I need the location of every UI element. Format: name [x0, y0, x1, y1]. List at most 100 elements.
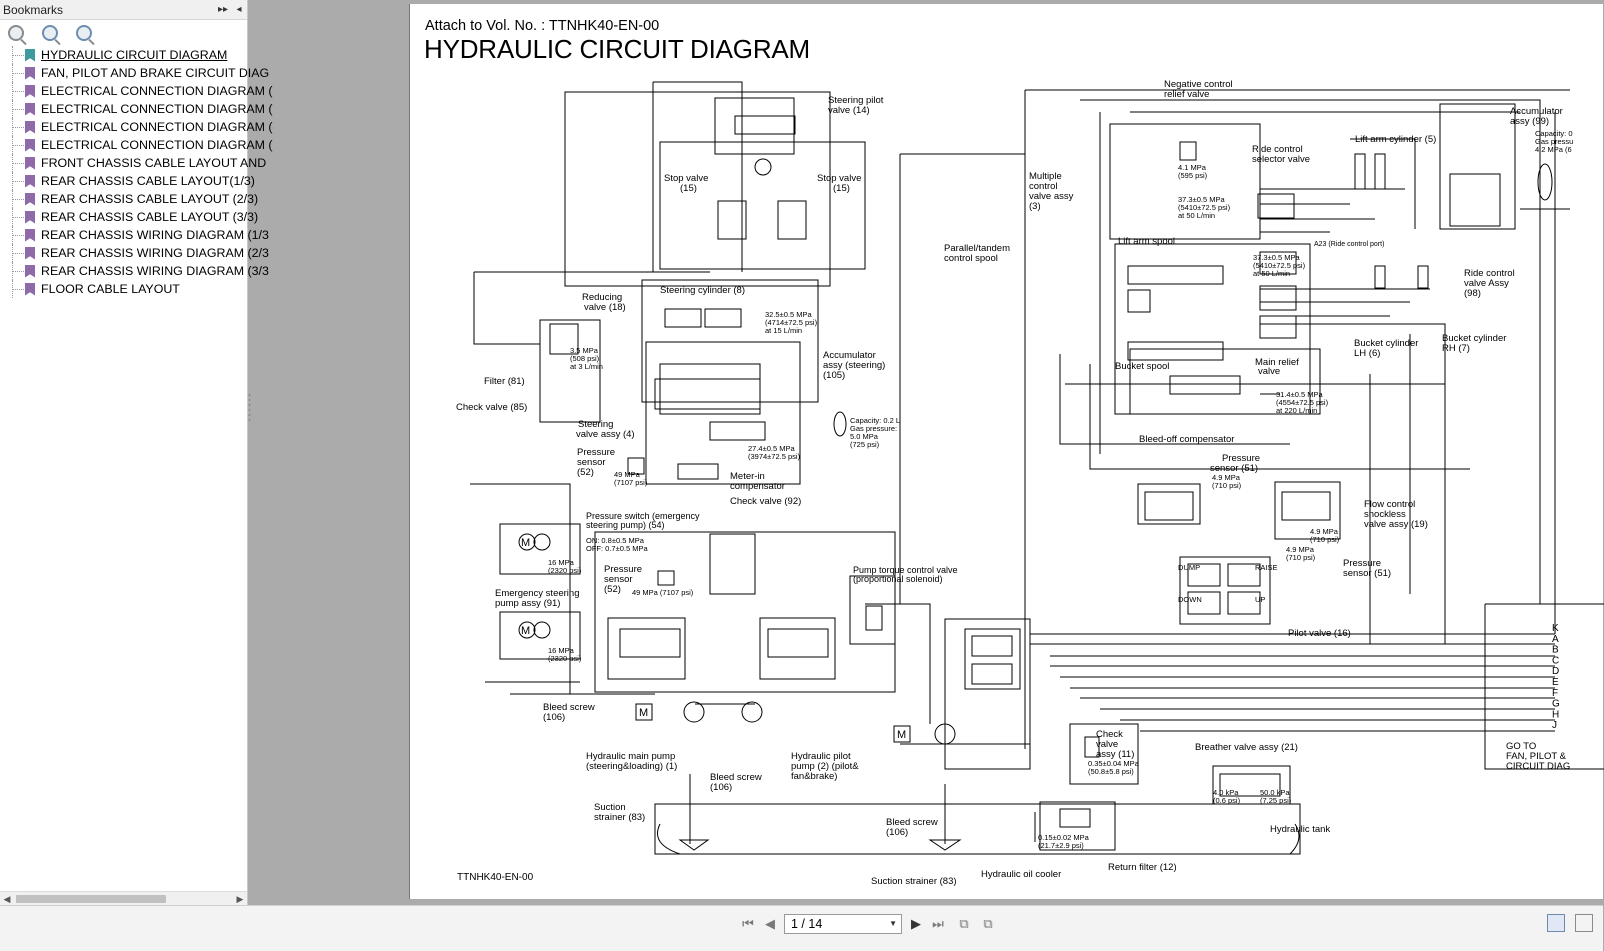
label-pressure-sensor-51: Pressure: [1222, 453, 1260, 464]
label-emergency-pump: Emergency steering: [495, 588, 579, 599]
bookmark-label: REAR CHASSIS CABLE LAYOUT (3/3): [41, 210, 259, 224]
next-page-icon[interactable]: ▶: [911, 916, 921, 931]
label-steering-valve: Steering: [578, 419, 613, 430]
panel-splitter[interactable]: [248, 390, 251, 430]
svg-text:(105): (105): [823, 370, 845, 381]
bookmark-item[interactable]: ELECTRICAL CONNECTION DIAGRAM (: [12, 136, 273, 154]
connector-letter: A: [1552, 634, 1559, 645]
tree-connector: [12, 100, 26, 118]
bookmark-item[interactable]: FAN, PILOT AND BRAKE CIRCUIT DIAG: [12, 64, 269, 82]
page-number-value: 1 / 14: [791, 917, 823, 931]
label-check-valve-11: Check: [1096, 729, 1123, 740]
svg-text:RH (7): RH (7): [1442, 343, 1470, 354]
bookmark-label: FAN, PILOT AND BRAKE CIRCUIT DIAG: [41, 66, 270, 80]
svg-text:(3): (3): [1029, 201, 1041, 212]
page-number-select[interactable]: 1 / 14 ▼: [784, 914, 902, 934]
tree-connector: [12, 136, 26, 154]
label-suction-strainer-b: Suction strainer (83): [871, 876, 957, 887]
bookmark-item[interactable]: FRONT CHASSIS CABLE LAYOUT AND: [12, 154, 266, 172]
bookmark-item[interactable]: ELECTRICAL CONNECTION DIAGRAM (: [12, 100, 273, 118]
bookmark-item[interactable]: REAR CHASSIS WIRING DIAGRAM (2/3: [12, 244, 269, 262]
svg-text:assy (99): assy (99): [1510, 116, 1549, 127]
bookmark-item[interactable]: FLOOR CABLE LAYOUT: [12, 280, 248, 298]
tree-connector: [12, 280, 26, 298]
go-back-icon[interactable]: ⧉: [959, 916, 969, 931]
bookmark-item[interactable]: REAR CHASSIS CABLE LAYOUT(1/3): [12, 172, 255, 190]
svg-text:valve assy: valve assy: [1029, 191, 1074, 202]
bookmark-item[interactable]: HYDRAULIC CIRCUIT DIAGRAM: [12, 46, 248, 64]
svg-text:0.35±0.04 MPa: 0.35±0.04 MPa: [1088, 759, 1140, 768]
bookmark-icon: [25, 246, 35, 260]
single-page-view-icon[interactable]: [1547, 914, 1565, 932]
bookmark-item[interactable]: REAR CHASSIS CABLE LAYOUT (2/3): [12, 190, 258, 208]
svg-text:at 15 L/min: at 15 L/min: [765, 326, 802, 335]
label-hydraulic-tank: Hydraulic tank: [1270, 824, 1330, 835]
label-pressure-switch: Pressure switch (emergency: [586, 511, 700, 521]
label-check-valve-85: Check valve (85): [456, 402, 527, 413]
label-steering-cylinder: Steering cylinder (8): [660, 285, 745, 296]
label-accumulator-99: Accumulator: [1510, 106, 1563, 117]
two-page-view-icon[interactable]: [1575, 914, 1593, 932]
svg-text:(710 psi): (710 psi): [1310, 535, 1340, 544]
svg-text:OFF: 0.7±0.5 MPa: OFF: 0.7±0.5 MPa: [586, 544, 648, 553]
svg-text:(106): (106): [543, 712, 565, 723]
first-page-icon[interactable]: ⏮: [742, 916, 754, 931]
label-lift-arm-cylinder: Lift arm cylinder (5): [1355, 134, 1436, 145]
bookmark-item[interactable]: ELECTRICAL CONNECTION DIAGRAM (: [12, 118, 273, 136]
svg-text:(steering&loading) (1): (steering&loading) (1): [586, 761, 677, 772]
label-pressure-sensor-51b: Pressure: [1343, 558, 1381, 569]
scroll-thumb[interactable]: [16, 895, 166, 903]
svg-text:UP: UP: [1255, 595, 1265, 604]
label-ride-control-assy: Ride control: [1464, 268, 1515, 279]
bookmark-label: ELECTRICAL CONNECTION DIAGRAM (: [41, 138, 273, 152]
svg-text:DUMP: DUMP: [1178, 563, 1200, 572]
tree-connector: [12, 208, 26, 226]
svg-text:at 220 L/min: at 220 L/min: [1276, 406, 1317, 415]
last-page-icon[interactable]: ⏭: [932, 916, 944, 931]
bookmark-item[interactable]: ELECTRICAL CONNECTION DIAGRAM (: [12, 82, 273, 100]
bookmarks-header: Bookmarks ▸▸ ◂: [0, 0, 247, 20]
connector-letter: G: [1552, 699, 1560, 710]
bookmark-item[interactable]: REAR CHASSIS WIRING DIAGRAM (3/3: [12, 262, 269, 280]
bookmark-icon: [25, 282, 35, 296]
bookmarks-title: Bookmarks: [3, 2, 64, 17]
svg-text:(50.8±5.8 psi): (50.8±5.8 psi): [1088, 767, 1134, 776]
prev-page-icon[interactable]: ◀: [765, 916, 775, 931]
find-bookmark-icon[interactable]: [42, 25, 58, 41]
bookmark-icon: [25, 210, 35, 224]
svg-text:valve: valve: [1258, 366, 1280, 377]
svg-text:(508 psi): (508 psi): [570, 354, 600, 363]
page-navigation-bar: ⏮ ◀ 1 / 14 ▼ ▶ ⏭ ⧉ ⧉: [0, 905, 1603, 951]
bookmark-item[interactable]: REAR CHASSIS CABLE LAYOUT (3/3): [12, 208, 258, 226]
label-bucket-cylinder-rh: Bucket cylinder: [1442, 333, 1506, 344]
svg-text:pump (2) (pilot&: pump (2) (pilot&: [791, 761, 859, 772]
connector-letter: C: [1552, 655, 1559, 666]
go-forward-icon[interactable]: ⧉: [983, 916, 993, 931]
expand-bookmark-icon[interactable]: [8, 25, 24, 41]
svg-text:sensor: sensor: [577, 457, 606, 468]
tree-connector: [12, 82, 26, 100]
scroll-right-icon[interactable]: ▶: [236, 894, 244, 904]
bookmark-label: ELECTRICAL CONNECTION DIAGRAM (: [41, 102, 273, 116]
bookmark-item[interactable]: REAR CHASSIS WIRING DIAGRAM (1/3: [12, 226, 269, 244]
bookmarks-horizontal-scrollbar[interactable]: ◀ ▶: [0, 891, 247, 905]
bookmark-label: REAR CHASSIS CABLE LAYOUT(1/3): [41, 174, 255, 188]
connector-letter: D: [1552, 666, 1559, 677]
svg-text:relief valve: relief valve: [1164, 89, 1209, 100]
close-panel-icon[interactable]: ◂: [236, 3, 242, 15]
svg-text:sensor (51): sensor (51): [1210, 463, 1258, 474]
bookmark-options-icon[interactable]: [76, 25, 92, 41]
label-stop-valve-right: Stop valve: [817, 173, 861, 184]
svg-text:shockless: shockless: [1364, 509, 1406, 520]
label-bucket-spool: Bucket spool: [1115, 361, 1169, 372]
svg-text:LH (6): LH (6): [1354, 348, 1380, 359]
scroll-left-icon[interactable]: ◀: [3, 894, 11, 904]
svg-text:(52): (52): [604, 584, 621, 595]
svg-text:37.3±0.5 MPa: 37.3±0.5 MPa: [1253, 253, 1300, 262]
label-flow-control: Flow control: [1364, 499, 1415, 510]
bookmark-list: HYDRAULIC CIRCUIT DIAGRAM FAN, PILOT AND …: [0, 46, 273, 298]
collapse-panel-icon[interactable]: ▸▸: [217, 3, 229, 15]
footer-document-code: TTNHK40-EN-00: [457, 872, 534, 883]
label-pump-torque: Pump torque control valve: [853, 565, 958, 575]
svg-text:valve: valve: [1096, 739, 1118, 750]
